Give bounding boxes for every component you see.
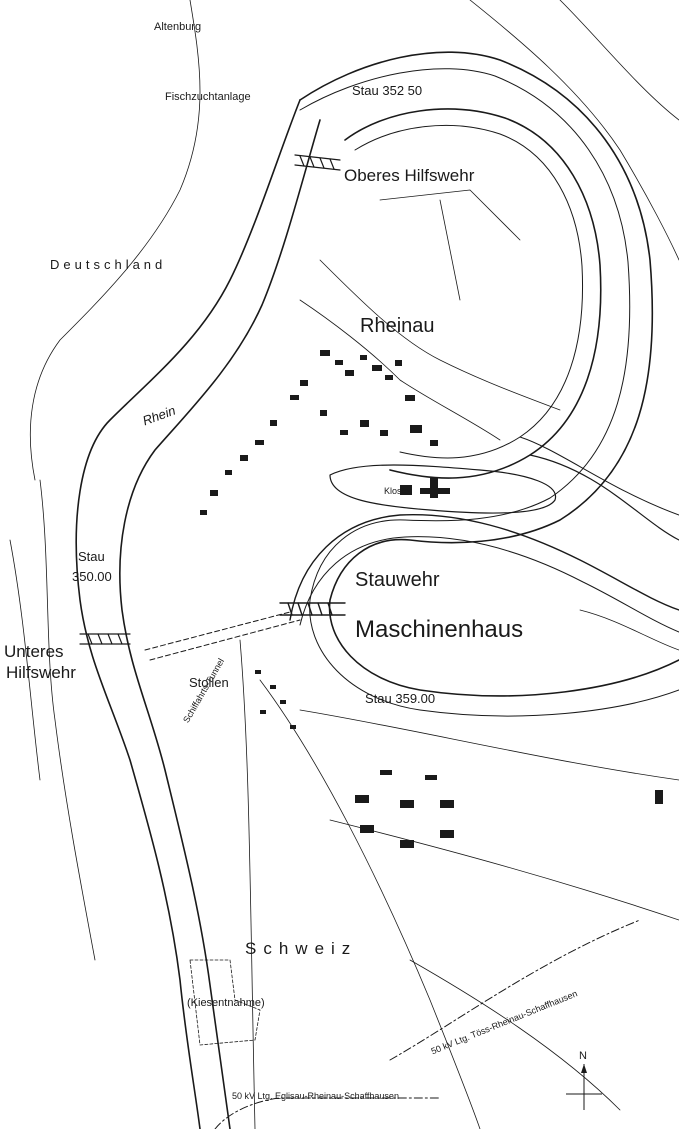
label-stau-350-a: Stau xyxy=(78,549,105,564)
north-arrow-icon xyxy=(566,1064,602,1110)
schiffahrts-tunnel xyxy=(149,619,301,661)
label-stauwehr: Stauwehr xyxy=(355,569,440,591)
label-maschinenhaus: Maschinenhaus xyxy=(355,616,524,643)
label-fischzuchtanlage: Fischzuchtanlage xyxy=(165,91,251,103)
stauwehr-structure xyxy=(279,602,346,616)
river-bank-inner-2 xyxy=(354,124,584,459)
label-oberes-hilfswehr: Oberes Hilfswehr xyxy=(344,166,475,185)
road-rheinau-3 xyxy=(379,189,521,241)
river-bank-outer-2 xyxy=(299,68,679,717)
label-stau-350-b: 350.00 xyxy=(72,569,112,584)
label-hilfswehr: Hilfswehr xyxy=(6,663,76,682)
road-rheinau-4 xyxy=(439,199,461,301)
label-unteres: Unteres xyxy=(4,642,64,661)
power-line-toess xyxy=(389,919,641,1061)
shore-left-3 xyxy=(9,539,41,781)
river-inner-lower xyxy=(529,454,679,541)
road-schweiz-1 xyxy=(239,639,256,1129)
road-schweiz-5 xyxy=(409,959,621,1111)
label-rheinau: Rheinau xyxy=(360,315,435,337)
contour-right-3 xyxy=(579,609,679,651)
north-arrow: N xyxy=(566,1050,602,1110)
river-inner-lower-2 xyxy=(519,436,679,516)
road-schweiz-4 xyxy=(329,819,679,921)
schweiz-buildings xyxy=(255,670,663,848)
label-kiesentnahme: (Kiesentnahme) xyxy=(187,997,265,1009)
river-bank-outer xyxy=(299,51,679,697)
label-schweiz: Schweiz xyxy=(245,939,358,958)
label-altenburg: Altenburg xyxy=(154,21,202,33)
label-stau-352: Stau 352 50 xyxy=(352,83,423,98)
river-west-bank-2 xyxy=(119,119,321,1129)
unteres-hilfswehr-structure xyxy=(79,633,131,645)
shore-left-1 xyxy=(29,0,201,481)
label-stau-359: Stau 359.00 xyxy=(365,691,436,706)
kiesentnahme-area xyxy=(189,959,261,1046)
river-west-bank-1 xyxy=(75,99,301,1129)
contour-right-2 xyxy=(559,0,679,121)
river-south-arc-2 xyxy=(299,536,679,633)
oberes-hilfswehr-structure xyxy=(294,154,341,171)
kloster-island xyxy=(329,464,557,514)
road-schweiz-2 xyxy=(259,679,481,1129)
label-power-line-eglisau: 50 kV Ltg. Eglisau-Rheinau-Schaffhausen xyxy=(232,1091,399,1101)
road-rheinau-1 xyxy=(319,259,561,411)
power-line-eglisau xyxy=(214,1097,441,1129)
stollen-line xyxy=(144,611,291,651)
label-stollen: Stollen xyxy=(189,675,229,690)
river-south-arc xyxy=(289,513,679,621)
road-schweiz-3 xyxy=(299,709,679,781)
label-kloster: Kloster xyxy=(384,486,413,496)
shore-left-2 xyxy=(39,479,96,961)
road-rheinau-2 xyxy=(299,299,501,441)
rheinau-buildings xyxy=(200,350,450,515)
contour-right-1 xyxy=(469,0,679,261)
river-bank-inner xyxy=(344,108,602,479)
north-label: N xyxy=(579,1050,587,1062)
label-deutschland: Deutschland xyxy=(50,257,167,272)
